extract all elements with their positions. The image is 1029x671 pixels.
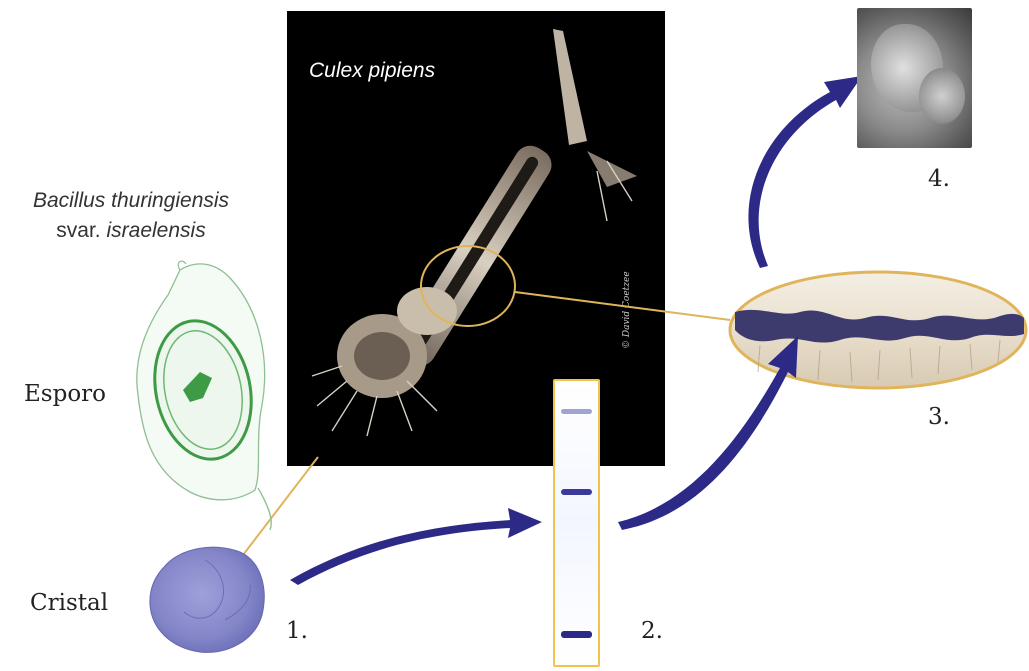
midgut-connector-line <box>515 292 730 320</box>
step-2-label: 2. <box>641 618 663 644</box>
crystal-label: Cristal <box>30 590 108 616</box>
spore-illustration <box>137 261 271 530</box>
gel-band <box>561 631 592 638</box>
step-1-label: 1. <box>286 618 308 644</box>
midgut-section <box>730 272 1026 388</box>
crystal-illustration <box>150 547 264 652</box>
step-4-label: 4. <box>928 166 950 192</box>
sem-micrograph <box>857 8 972 148</box>
step-3-label: 3. <box>928 404 950 430</box>
spore-label: Esporo <box>24 381 106 407</box>
gel-band <box>561 489 592 495</box>
arrow-midgut-to-sem <box>748 76 862 268</box>
gel-band <box>561 409 592 414</box>
gel-lane <box>553 379 600 667</box>
arrow-crystal-to-gel <box>290 508 542 585</box>
